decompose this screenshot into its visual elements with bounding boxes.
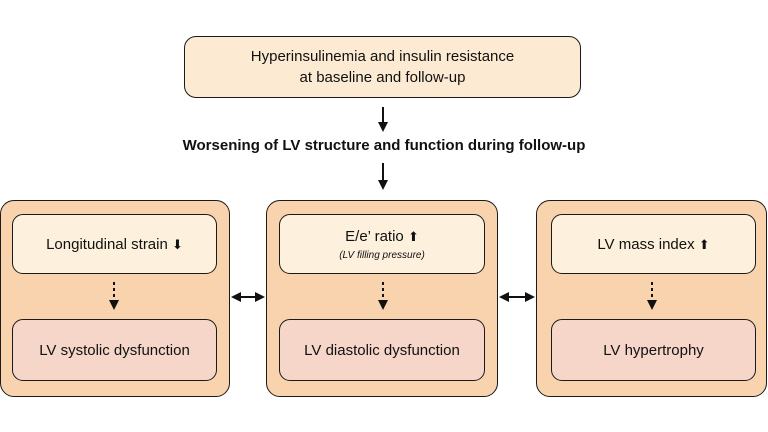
- hypertrophy-panel: LV mass index ⬆ LV hypertrophy: [536, 200, 767, 397]
- insulin-resistance-line2: at baseline and follow-up: [299, 69, 466, 86]
- diastolic-panel: E/e’ ratio ⬆ (LV filling pressure) LV di…: [266, 200, 498, 397]
- insulin-resistance-line1: Hyperinsulinemia and insulin resistance: [250, 48, 515, 65]
- lv-worsening-heading: Worsening of LV structure and function d…: [182, 137, 586, 154]
- lv-filling-pressure-note: (LV filling pressure): [339, 249, 425, 261]
- arrow-down-icon: ⬇: [172, 236, 183, 252]
- insulin-resistance-box: Hyperinsulinemia and insulin resistance …: [184, 36, 581, 98]
- e-e-ratio-box: E/e’ ratio ⬆ (LV filling pressure): [279, 214, 485, 274]
- hypertrophy-label: LV hypertrophy: [603, 341, 704, 359]
- e-e-ratio-label: E/e’ ratio: [345, 227, 404, 245]
- arrow-up-icon: ⬆: [698, 236, 710, 252]
- diastolic-dysfunction-box: LV diastolic dysfunction: [279, 319, 485, 381]
- systolic-panel: Longitudinal strain ⬇ LV systolic dysfun…: [0, 200, 230, 397]
- hypertrophy-box: LV hypertrophy: [551, 319, 756, 381]
- diastolic-dysfunction-label: LV diastolic dysfunction: [304, 341, 460, 359]
- systolic-dysfunction-box: LV systolic dysfunction: [12, 319, 217, 381]
- systolic-dysfunction-label: LV systolic dysfunction: [39, 341, 190, 359]
- longitudinal-strain-label: Longitudinal strain: [46, 235, 168, 253]
- arrow-up-icon: ⬆: [407, 228, 419, 244]
- lv-mass-index-label: LV mass index: [597, 235, 695, 253]
- lv-mass-index-box: LV mass index ⬆: [551, 214, 756, 274]
- longitudinal-strain-box: Longitudinal strain ⬇: [12, 214, 217, 274]
